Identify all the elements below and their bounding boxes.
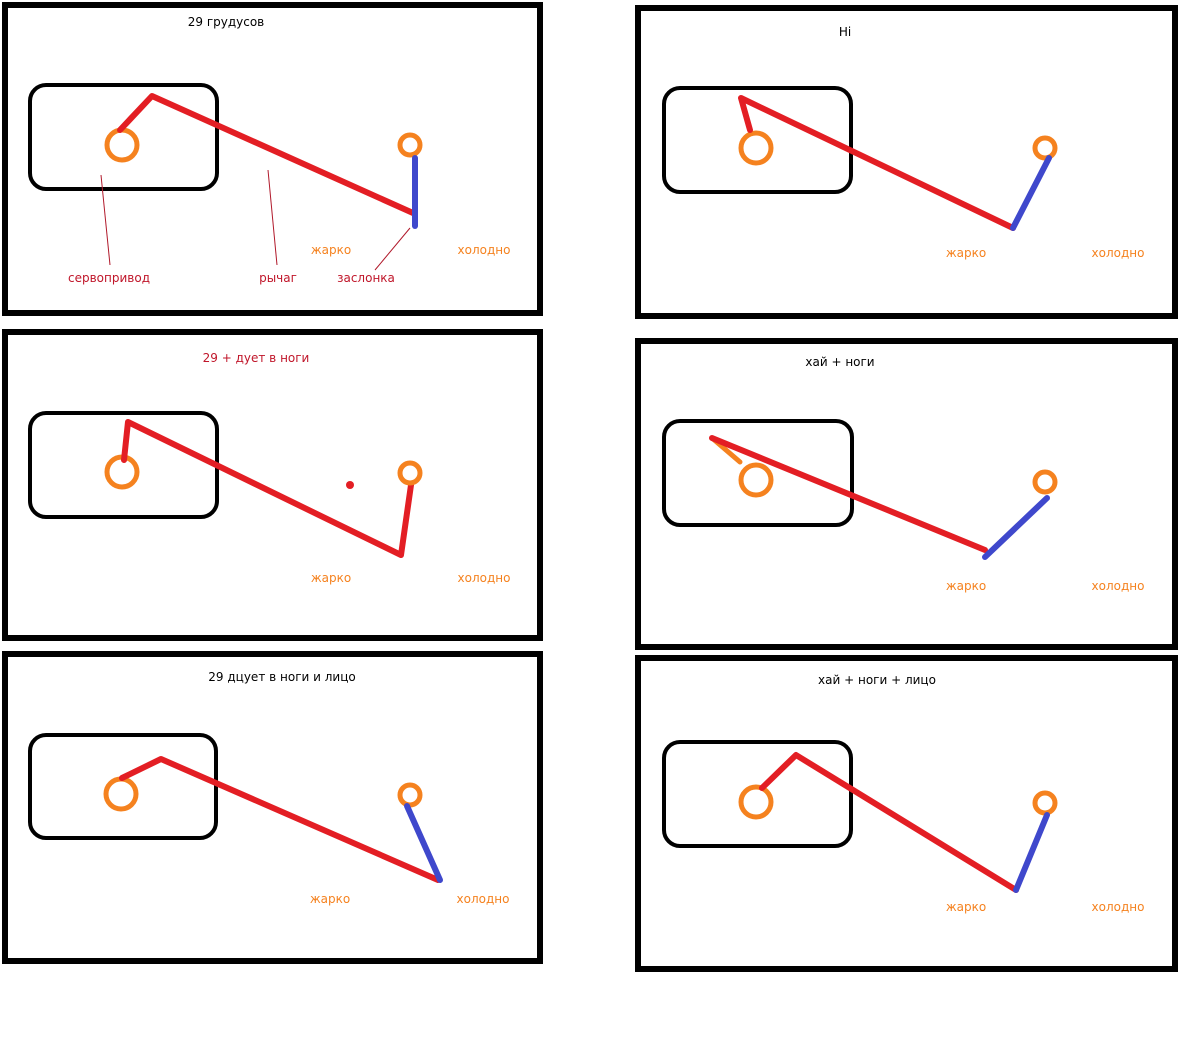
- cold-label: холодно: [1092, 900, 1145, 914]
- servo-gear: [738, 784, 774, 820]
- panel-hi-feet-face: хай + ноги + лицо жарко холодно: [635, 655, 1178, 972]
- panel-29-feet: 29 + дует в ноги жарко холодно: [2, 329, 543, 641]
- servo-housing: [662, 86, 853, 194]
- panel-title: 29 + дует в ноги: [203, 351, 310, 365]
- flap: [1013, 812, 1050, 893]
- hot-label: жарко: [310, 892, 350, 906]
- panel-frame: [635, 655, 1178, 972]
- flap-pivot: [1032, 135, 1058, 161]
- servo-gear: [738, 130, 774, 166]
- panel-title: Hi: [839, 25, 851, 39]
- panel-29-degrees: 29 грудусов жарко холодно сервопривод ры…: [2, 2, 543, 316]
- panel-frame: [2, 2, 543, 316]
- panel-title: хай + ноги + лицо: [818, 673, 936, 687]
- cold-label: холодно: [1092, 246, 1145, 260]
- leader-line: [267, 169, 278, 266]
- leader-line: [374, 227, 411, 271]
- panel-title: 29 грудусов: [188, 15, 265, 29]
- flap-pivot: [397, 460, 423, 486]
- panel-hi: Hi жарко холодно: [635, 5, 1178, 319]
- leader-line: [100, 174, 111, 266]
- cold-label: холодно: [458, 571, 511, 585]
- servo-housing: [28, 733, 218, 840]
- panel-title: хай + ноги: [805, 355, 874, 369]
- flap: [1010, 155, 1052, 231]
- flap-label: заслонка: [337, 271, 395, 285]
- lever-label: рычаг: [259, 271, 297, 285]
- flap-pivot: [397, 132, 423, 158]
- hot-label: жарко: [311, 571, 351, 585]
- panel-hi-feet: хай + ноги жарко холодно: [635, 338, 1178, 650]
- hot-label: жарко: [311, 243, 351, 257]
- panel-frame: [2, 329, 543, 641]
- servo-label: сервопривод: [68, 271, 150, 285]
- flap: [404, 803, 443, 883]
- cold-label: холодно: [457, 892, 510, 906]
- lever-rod: [121, 419, 414, 558]
- panel-title: 29 дцует в ноги и лицо: [208, 670, 355, 684]
- hot-label: жарко: [946, 579, 986, 593]
- lever-rod: [119, 756, 441, 883]
- servo-gear: [738, 462, 774, 498]
- cold-label: холодно: [1092, 579, 1145, 593]
- red-dot: [346, 481, 354, 489]
- servo-housing: [28, 83, 219, 191]
- lever-rod: [709, 435, 988, 553]
- panel-frame: [635, 338, 1178, 650]
- servo-housing: [662, 419, 854, 527]
- servo-housing: [662, 740, 853, 848]
- flap-pivot: [1032, 469, 1058, 495]
- panel-frame: [635, 5, 1178, 319]
- panel-29-feet-face: 29 дцует в ноги и лицо жарко холодно: [2, 651, 543, 964]
- flap-pivot: [397, 782, 423, 808]
- cold-label: холодно: [458, 243, 511, 257]
- lever-rod: [738, 95, 1016, 231]
- lever-rod: [759, 752, 1019, 893]
- hot-label: жарко: [946, 246, 986, 260]
- lever-rod: [117, 93, 416, 216]
- flap: [982, 495, 1050, 560]
- hot-label: жарко: [946, 900, 986, 914]
